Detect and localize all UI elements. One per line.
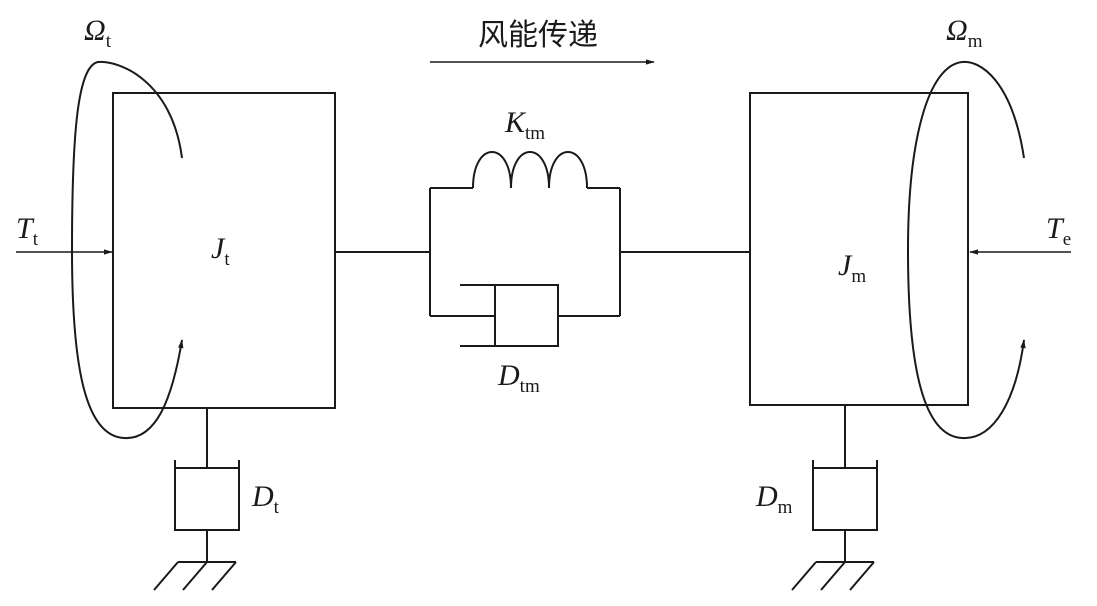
shaft-damping-label: Dtm bbox=[497, 359, 540, 397]
generator-ground-icon bbox=[791, 561, 875, 591]
generator-mass-block bbox=[749, 92, 969, 406]
turbine-speed-label: Ωt bbox=[84, 14, 112, 52]
shaft-coupling-frame bbox=[429, 188, 621, 316]
shaft-damper bbox=[430, 284, 620, 347]
generator-rotation-arrow bbox=[906, 60, 1026, 440]
turbine-damping-label: Dt bbox=[251, 480, 280, 518]
turbine-torque-label: Tt bbox=[16, 212, 39, 250]
generator-torque-label: Te bbox=[1046, 212, 1071, 250]
diagram-title: 风能传递 bbox=[478, 18, 598, 53]
turbine-ground-icon bbox=[153, 561, 237, 591]
generator-damping-label: Dm bbox=[755, 480, 793, 518]
turbine-damper bbox=[174, 408, 240, 563]
turbine-inertia-label: Jt bbox=[211, 232, 230, 270]
turbine-rotation-arrow bbox=[70, 60, 184, 440]
generator-speed-label: Ωm bbox=[946, 14, 983, 52]
generator-inertia-label: Jm bbox=[838, 249, 866, 287]
shaft-stiffness-label: Ktm bbox=[504, 106, 545, 144]
generator-damper bbox=[812, 405, 878, 563]
turbine-mass-block bbox=[112, 92, 336, 409]
shaft-spring bbox=[430, 151, 620, 189]
